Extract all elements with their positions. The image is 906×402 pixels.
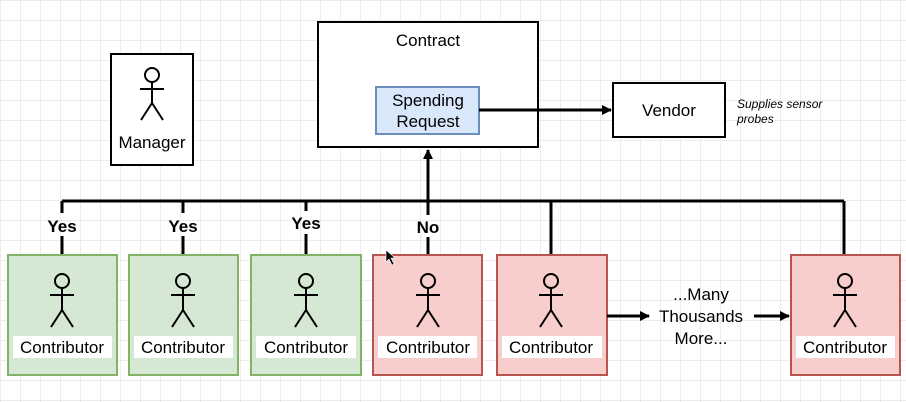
contributor-label-bg — [256, 336, 356, 358]
contributor-label: Contributor — [141, 338, 225, 357]
contributor-label-bg — [502, 336, 602, 358]
person-icon — [833, 273, 857, 328]
person-icon — [50, 273, 74, 328]
vote-connectors — [60, 201, 846, 255]
spending-request-line1: Spending — [392, 91, 464, 110]
manager-label: Manager — [118, 133, 185, 152]
contributor-label-bg — [796, 336, 895, 358]
vendor-note-line2: probes — [736, 112, 774, 126]
vendor-box[interactable]: Vendor — [612, 82, 726, 138]
person-icon — [539, 273, 563, 328]
contributor-box-5[interactable]: Contributor — [496, 254, 608, 376]
contributor-label: Contributor — [803, 338, 887, 357]
many-line1: ...Many — [673, 285, 729, 304]
many-line2: Thousands — [659, 307, 743, 326]
vote-label: No — [417, 218, 440, 237]
contract-label: Contract — [396, 31, 461, 50]
contributor-box-4[interactable]: Contributor — [372, 254, 483, 376]
person-icon — [171, 273, 195, 328]
contributor-label-bg — [134, 336, 233, 358]
contributor-label: Contributor — [386, 338, 470, 357]
contributor-label: Contributor — [20, 338, 104, 357]
vote-label: Yes — [291, 214, 320, 233]
contributor-label-bg — [13, 336, 112, 358]
contributor-box-2[interactable]: Contributor — [128, 254, 239, 376]
vendor-label: Vendor — [642, 101, 696, 120]
manager-box[interactable]: Manager — [110, 53, 194, 166]
person-icon — [416, 273, 440, 328]
mouse-cursor-icon — [385, 249, 396, 266]
contributor-box-6[interactable]: Contributor — [790, 254, 901, 376]
vote-label: Yes — [168, 217, 197, 236]
vote-label: Yes — [47, 217, 76, 236]
person-icon — [294, 273, 318, 328]
manager-person-icon — [140, 67, 164, 121]
spending-request-box[interactable]: Spending Request — [375, 86, 480, 135]
many-line3: More... — [675, 329, 728, 348]
contributor-box-3[interactable]: Contributor — [250, 254, 362, 376]
contributor-box-1[interactable]: Contributor — [7, 254, 118, 376]
spending-request-line2: Request — [396, 112, 460, 131]
vendor-note-line1: Supplies sensor — [737, 97, 823, 111]
contributor-label: Contributor — [509, 338, 593, 357]
contributor-label-bg — [378, 336, 477, 358]
contributor-label: Contributor — [264, 338, 348, 357]
